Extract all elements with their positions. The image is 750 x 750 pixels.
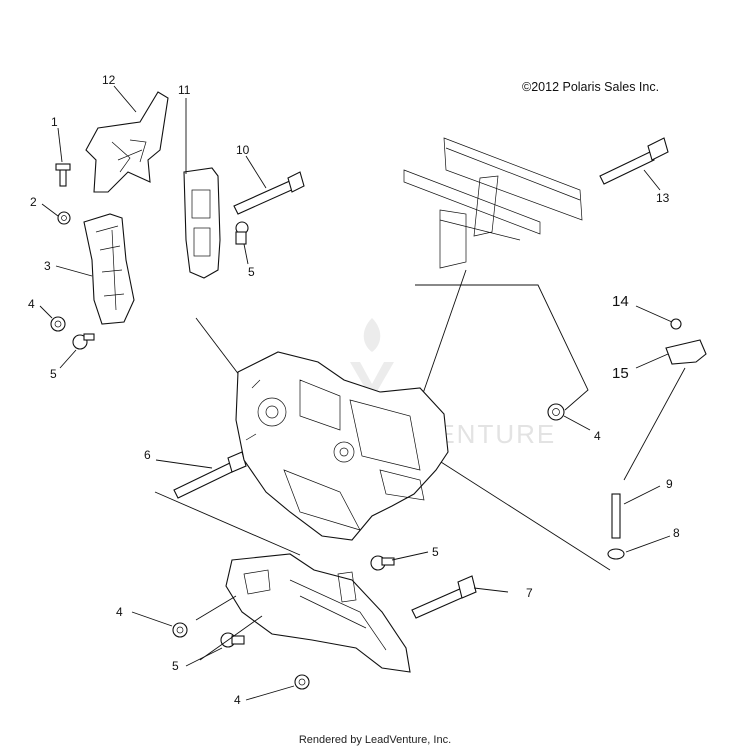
callout-4d: 4 (234, 693, 241, 707)
callout-13: 13 (656, 191, 670, 205)
callout-14: 14 (612, 293, 629, 310)
part-13-bolt (599, 137, 669, 185)
engine-transmission-assembly (235, 351, 449, 541)
callout-leaders (39, 85, 673, 701)
callout-4c: 4 (116, 605, 123, 619)
callout-5c: 5 (432, 545, 439, 559)
callout-2: 2 (30, 195, 37, 209)
part-10-bolt (233, 171, 305, 215)
footer-credit: Rendered by LeadVenture, Inc. (298, 734, 452, 746)
part-11-mount-bracket (183, 167, 221, 279)
callout-3: 3 (44, 259, 51, 273)
copyright-notice: ©2012 Polaris Sales Inc. (522, 80, 660, 94)
lower-engine-mount-cradle (225, 553, 411, 673)
callout-numbers: 1 2 3 4 5 6 7 8 9 10 11 12 13 14 15 5 4 … (28, 73, 680, 707)
part-7-bolt (411, 575, 477, 619)
callout-5b: 5 (248, 265, 255, 279)
callout-11: 11 (178, 83, 191, 97)
callout-5d: 5 (172, 659, 179, 673)
callout-5a: 5 (50, 367, 57, 381)
callout-4b: 4 (594, 429, 601, 443)
callout-10: 10 (236, 143, 250, 157)
part-3-mount-bracket (83, 213, 135, 325)
part-12-shield-bracket (85, 91, 169, 193)
callout-15: 15 (612, 365, 629, 382)
part-6-bolt (173, 451, 247, 499)
callout-8: 8 (673, 526, 680, 540)
callout-7: 7 (526, 586, 533, 600)
callout-9: 9 (666, 477, 673, 491)
callout-6: 6 (144, 448, 151, 462)
callout-12: 12 (102, 73, 116, 87)
hardware-fasteners (50, 163, 707, 690)
callout-4a: 4 (28, 297, 35, 311)
callout-1: 1 (51, 115, 58, 129)
chassis-frame-rails (403, 137, 583, 269)
